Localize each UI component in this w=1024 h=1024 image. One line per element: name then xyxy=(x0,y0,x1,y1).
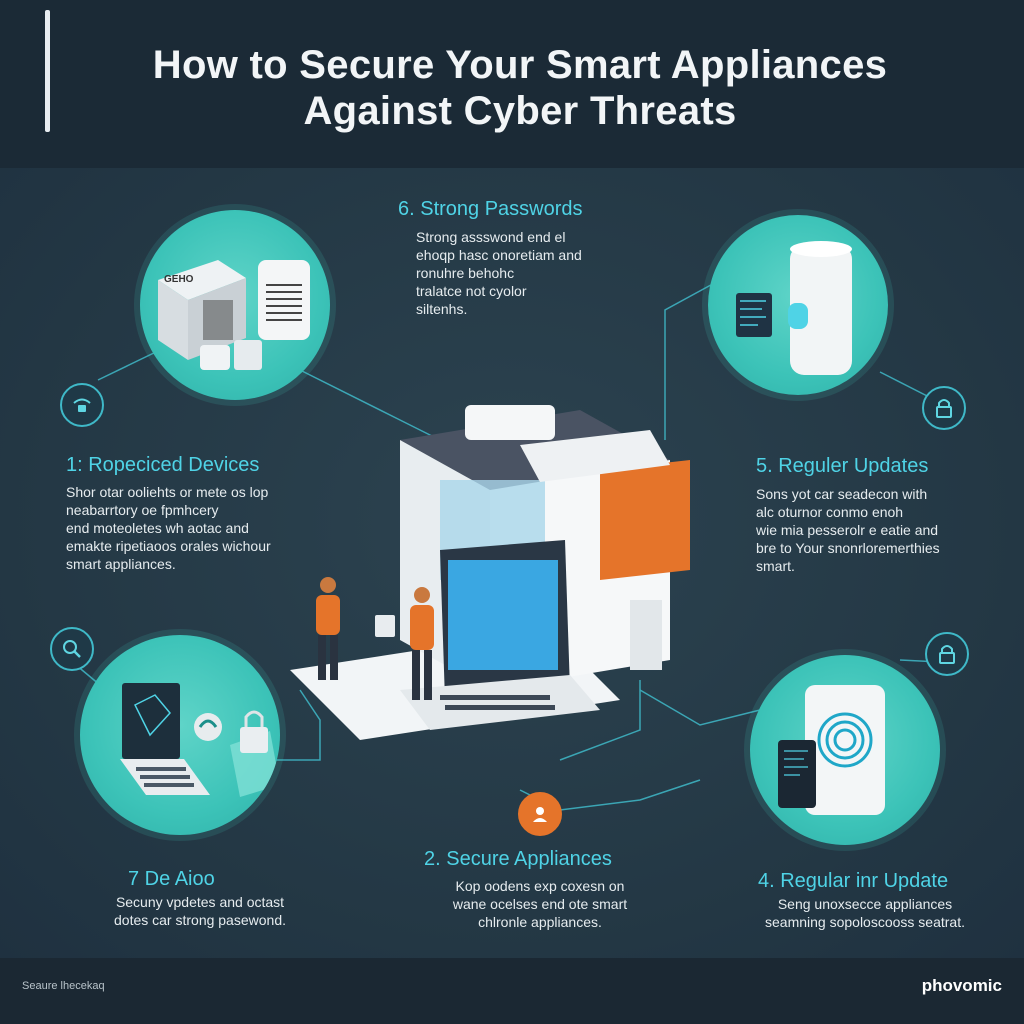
regular-update-text: Seng unoxsecce appliances seamning sopol… xyxy=(765,896,965,930)
padlock-icon xyxy=(922,386,966,430)
strong-passwords-heading: 6. Strong Passwords xyxy=(398,198,583,220)
regular-updates-text: Sons yot car seadecon with alc oturnor c… xyxy=(756,486,940,574)
laptop-and-lock-illustration xyxy=(120,683,280,797)
magnifier-icon xyxy=(50,627,94,671)
devices-heading: 1: Ropeciced Devices xyxy=(66,454,260,476)
devices-text: Shor otar ooliehts or mete os lop neabar… xyxy=(66,484,271,572)
person-icon xyxy=(518,792,562,836)
smart-speaker-illustration xyxy=(736,241,852,375)
strong-passwords-text: Strong assswond end el ehoqp hasc onoret… xyxy=(416,229,582,317)
secure-appliances-heading: 2. Secure Appliances xyxy=(424,848,612,870)
header: How to Secure Your Smart Appliances Agai… xyxy=(0,0,1024,168)
device-brand-label: GEHO xyxy=(164,274,194,285)
central-smart-building-illustration xyxy=(290,405,690,740)
wifi-lock-icon xyxy=(60,383,104,427)
devices-illustration-circle: GEHO xyxy=(140,210,330,400)
person-right xyxy=(410,587,434,700)
regular-updates-heading: 5. Reguler Updates xyxy=(756,455,929,477)
updates-illustration-circle xyxy=(708,215,888,395)
page-title: How to Secure Your Smart Appliances Agai… xyxy=(152,43,888,133)
secure-appliances-text: Kop oodens exp coxesn on wane ocelses en… xyxy=(452,878,628,930)
laptop-illustration-circle xyxy=(80,635,280,835)
brand-logo: phovomic xyxy=(921,976,1002,995)
footer-caption: Seaure lhecekaq xyxy=(22,980,105,992)
footer: Seaure lhecekaq phovomic xyxy=(0,958,1024,1024)
de-aioo-text: Secuny vpdetes and octast dotes car stro… xyxy=(114,894,286,928)
router-and-heater-illustration: GEHO xyxy=(158,260,310,370)
header-accent-bar xyxy=(45,10,50,132)
fingerprint-illustration-circle xyxy=(750,655,940,845)
fingerprint-panel-illustration xyxy=(778,685,885,815)
person-left xyxy=(316,577,340,680)
regular-update-heading: 4. Regular inr Update xyxy=(758,870,949,892)
padlock-icon xyxy=(925,632,969,676)
de-aioo-heading: 7 De Aioo xyxy=(128,868,215,890)
